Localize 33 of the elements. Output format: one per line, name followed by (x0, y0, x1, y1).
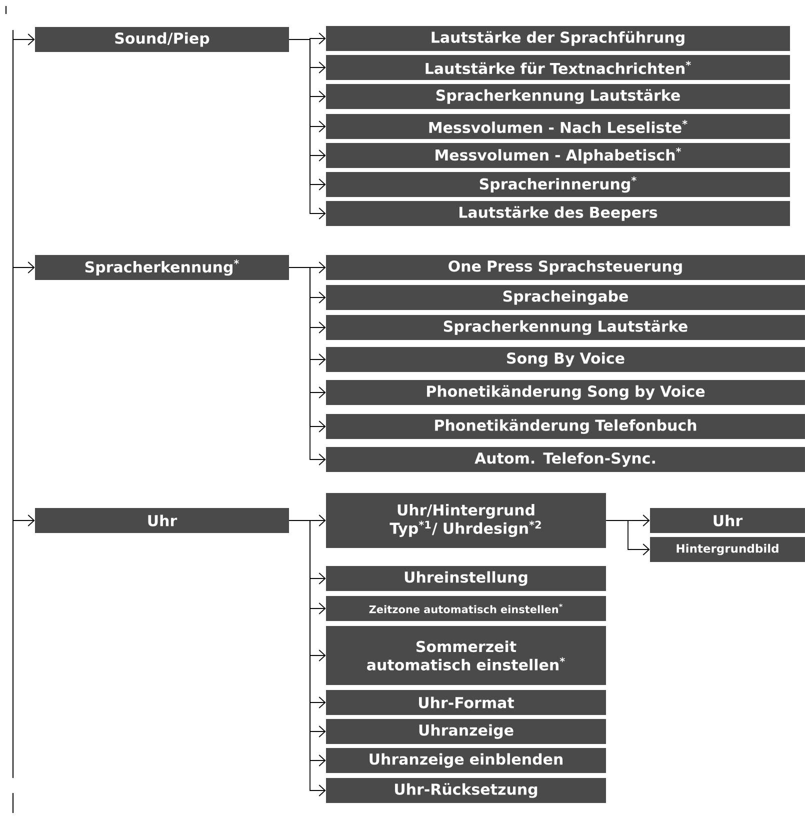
arrow (12, 514, 35, 526)
menu-box: Messvolumen - Alphabetisch$^{*}$ (326, 143, 790, 168)
menu-box: Spracherkennung Lautstärke (326, 315, 805, 340)
arrow (288, 267, 326, 466)
menu-box: Phonetikänderung Telefonbuch (326, 414, 805, 439)
menu-box: Uhr-Rücksetzung (326, 778, 606, 803)
arrow (288, 39, 326, 220)
menu-box: Zeitzone automatisch einstellen$^{*}$ (326, 596, 606, 621)
menu-box: Phonetikänderung Song by Voice (326, 380, 805, 405)
menu-box: Uhreinstellung (326, 566, 606, 591)
arrow (606, 520, 650, 556)
menu-box: Uhr (35, 508, 289, 533)
menu-box: Uhranzeige einblenden (326, 748, 606, 773)
menu-box: Song By Voice (326, 347, 805, 372)
menu-box: Lautstärke für Textnachrichten$^{*}$ (326, 55, 790, 80)
menu-box: Uhr-Format (326, 690, 606, 715)
menu-box: Spracherinnerung$^{*}$ (326, 172, 790, 197)
menu-box: Uhr/Hintergrund Typ$^{*1}$/ Uhrdesign$^{*2}$ (326, 493, 606, 548)
menu-box: Autom. Telefon-Sync. (326, 447, 805, 472)
menu-box: Sound/Piep (35, 27, 289, 52)
menu-box: One Press Sprachsteuerung (326, 255, 805, 280)
arrow (12, 34, 35, 46)
menu-box: Spracherkennung Lautstärke (326, 84, 790, 109)
menu-box: Uhr (650, 508, 805, 533)
menu-box: Spracherkennung$^{*}$ (35, 255, 289, 280)
menu-box: Spracheingabe (326, 285, 805, 310)
arrow (12, 262, 35, 274)
menu-box: Lautstärke der Sprachführung (326, 26, 790, 51)
menu-box: Hintergrundbild (650, 537, 805, 562)
menu-box: Messvolumen - Nach Leseliste$^{*}$ (326, 114, 790, 139)
menu-box: Sommerzeit automatisch einstellen$^{*}$ (326, 626, 606, 685)
menu-box: Uhranzeige (326, 719, 606, 744)
menu-box: Lautstärke des Beepers (326, 201, 790, 226)
